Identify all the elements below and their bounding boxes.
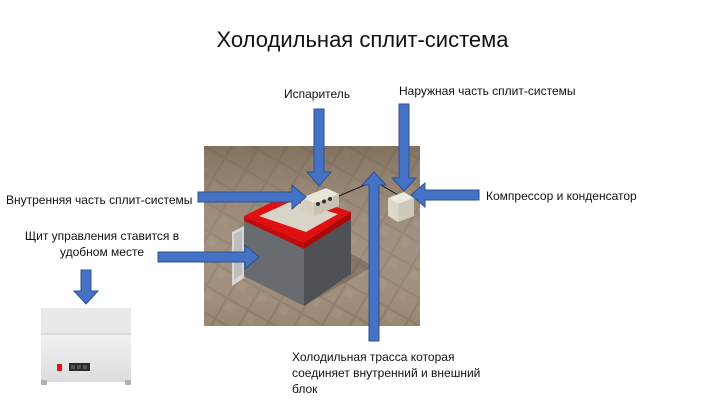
control-panel-line-arrow	[157, 243, 260, 271]
line-set-arrow	[360, 171, 388, 342]
line-set-label-line1: Холодильная трасса которая	[292, 350, 455, 364]
outdoor-unit	[388, 192, 414, 204]
line-set-label-line3: блок	[292, 382, 318, 396]
evaporator-arrow	[305, 108, 333, 187]
cold-room-illustration	[204, 146, 420, 326]
control-panel-down-arrow	[72, 269, 100, 305]
compressor-label: Компрессор и конденсатор	[486, 189, 637, 203]
cold-room-left-wall	[244, 221, 304, 306]
indoor-unit-label: Внутренняя часть сплит-системы	[6, 193, 193, 207]
outdoor-unit-label: Наружная часть сплит-системы	[399, 84, 576, 98]
diagram-title: Холодильная сплит-система	[216, 27, 509, 52]
evaporator-unit	[301, 188, 339, 204]
outdoor-unit-arrow	[390, 103, 418, 192]
control-panel-illustration	[41, 308, 131, 385]
compressor-arrow	[410, 181, 480, 209]
power-switch	[57, 364, 62, 371]
control-panel-label-line2: удобном месте	[60, 245, 144, 259]
cold-room-right-wall	[304, 219, 351, 306]
line-set-label: Холодильная трасса которая соединяет вну…	[292, 349, 480, 397]
evaporator-label: Испаритель	[284, 87, 351, 101]
indoor-unit-arrow	[197, 183, 307, 211]
control-panel-label: Щит управления ставится в удобном месте	[8, 228, 196, 260]
line-set-label-line2: соединяет внутренний и внешний	[292, 366, 481, 380]
control-panel-label-line1: Щит управления ставится в	[24, 229, 180, 243]
